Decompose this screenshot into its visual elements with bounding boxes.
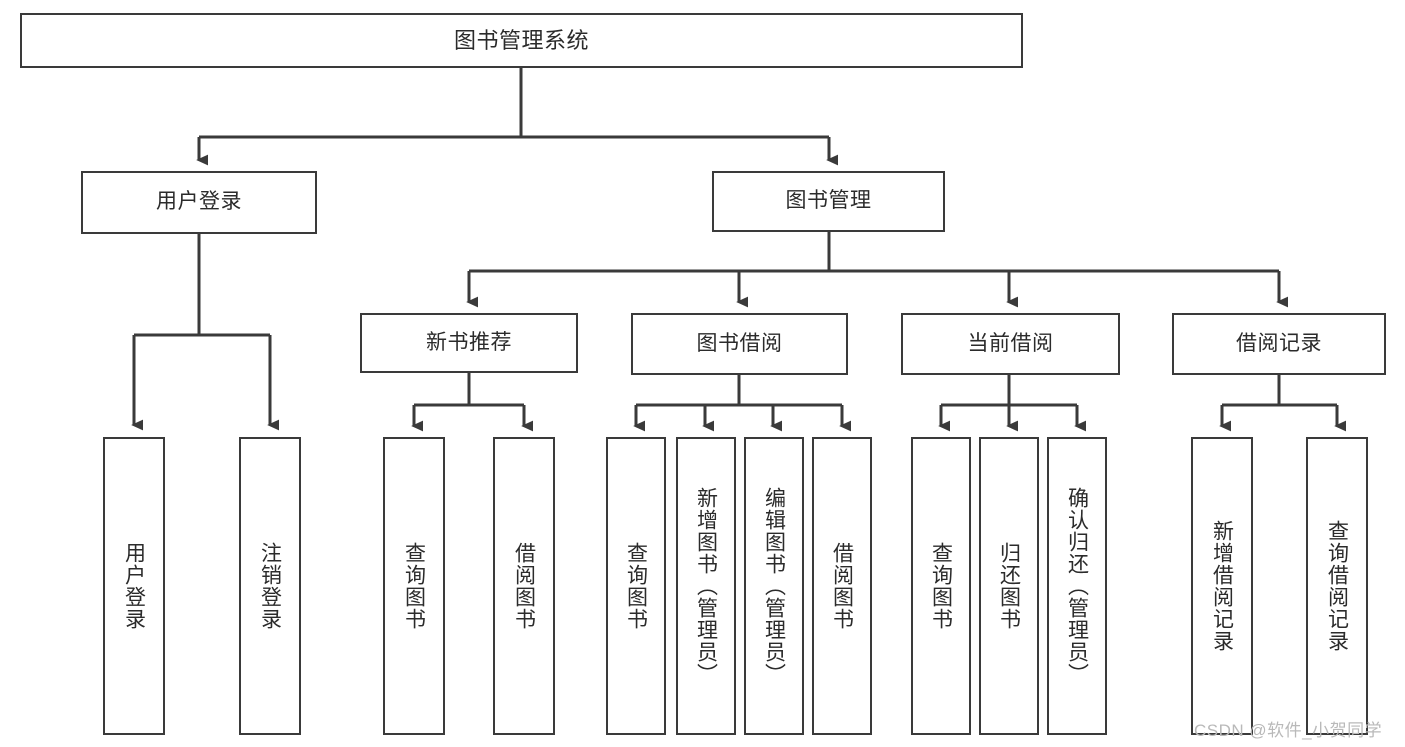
node-leaf-borrow-book-1-label: 借阅图书 — [512, 542, 536, 630]
node-leaf-query-book-3[interactable]: 查询图书 — [911, 437, 971, 735]
node-leaf-user-logout[interactable]: 注销登录 — [239, 437, 301, 735]
node-leaf-query-book-1[interactable]: 查询图书 — [383, 437, 445, 735]
node-leaf-query-record-label: 查询借阅记录 — [1325, 520, 1349, 652]
node-book-manage[interactable]: 图书管理 — [712, 171, 945, 232]
node-leaf-query-book-3-label: 查询图书 — [929, 542, 953, 630]
node-user-login-label: 用户登录 — [156, 190, 242, 214]
node-leaf-return-book-label: 归还图书 — [997, 542, 1021, 630]
node-user-login[interactable]: 用户登录 — [81, 171, 317, 234]
node-borrow-record-label: 借阅记录 — [1236, 331, 1322, 355]
node-leaf-add-record-label: 新增借阅记录 — [1210, 520, 1234, 652]
node-leaf-user-logout-label: 注销登录 — [258, 542, 282, 630]
node-borrow-record[interactable]: 借阅记录 — [1172, 313, 1386, 375]
node-book-manage-label: 图书管理 — [785, 189, 872, 213]
node-root[interactable]: 图书管理系统 — [20, 13, 1023, 68]
node-leaf-confirm-return-label: 确认归还（管理员） — [1065, 487, 1089, 685]
node-new-book-rec[interactable]: 新书推荐 — [360, 313, 578, 373]
node-new-book-rec-label: 新书推荐 — [426, 330, 512, 354]
node-leaf-borrow-book-2-label: 借阅图书 — [830, 542, 854, 630]
node-leaf-confirm-return[interactable]: 确认归还（管理员） — [1047, 437, 1107, 735]
node-leaf-query-book-2[interactable]: 查询图书 — [606, 437, 666, 735]
node-leaf-query-record[interactable]: 查询借阅记录 — [1306, 437, 1368, 735]
node-leaf-add-book[interactable]: 新增图书（管理员） — [676, 437, 736, 735]
node-leaf-query-book-1-label: 查询图书 — [402, 542, 426, 630]
node-leaf-edit-book-label: 编辑图书（管理员） — [762, 487, 786, 685]
node-current-borrow[interactable]: 当前借阅 — [901, 313, 1120, 375]
node-book-borrow[interactable]: 图书借阅 — [631, 313, 848, 375]
node-leaf-borrow-book-2[interactable]: 借阅图书 — [812, 437, 872, 735]
node-leaf-add-book-label: 新增图书（管理员） — [694, 487, 718, 685]
node-leaf-return-book[interactable]: 归还图书 — [979, 437, 1039, 735]
node-leaf-user-login[interactable]: 用户登录 — [103, 437, 165, 735]
node-book-borrow-label: 图书借阅 — [696, 331, 783, 355]
node-leaf-user-login-label: 用户登录 — [122, 542, 146, 630]
node-leaf-edit-book[interactable]: 编辑图书（管理员） — [744, 437, 804, 735]
node-root-label: 图书管理系统 — [453, 27, 589, 53]
node-leaf-borrow-book-1[interactable]: 借阅图书 — [493, 437, 555, 735]
node-leaf-add-record[interactable]: 新增借阅记录 — [1191, 437, 1253, 735]
node-leaf-query-book-2-label: 查询图书 — [624, 542, 648, 630]
node-current-borrow-label: 当前借阅 — [967, 331, 1054, 355]
